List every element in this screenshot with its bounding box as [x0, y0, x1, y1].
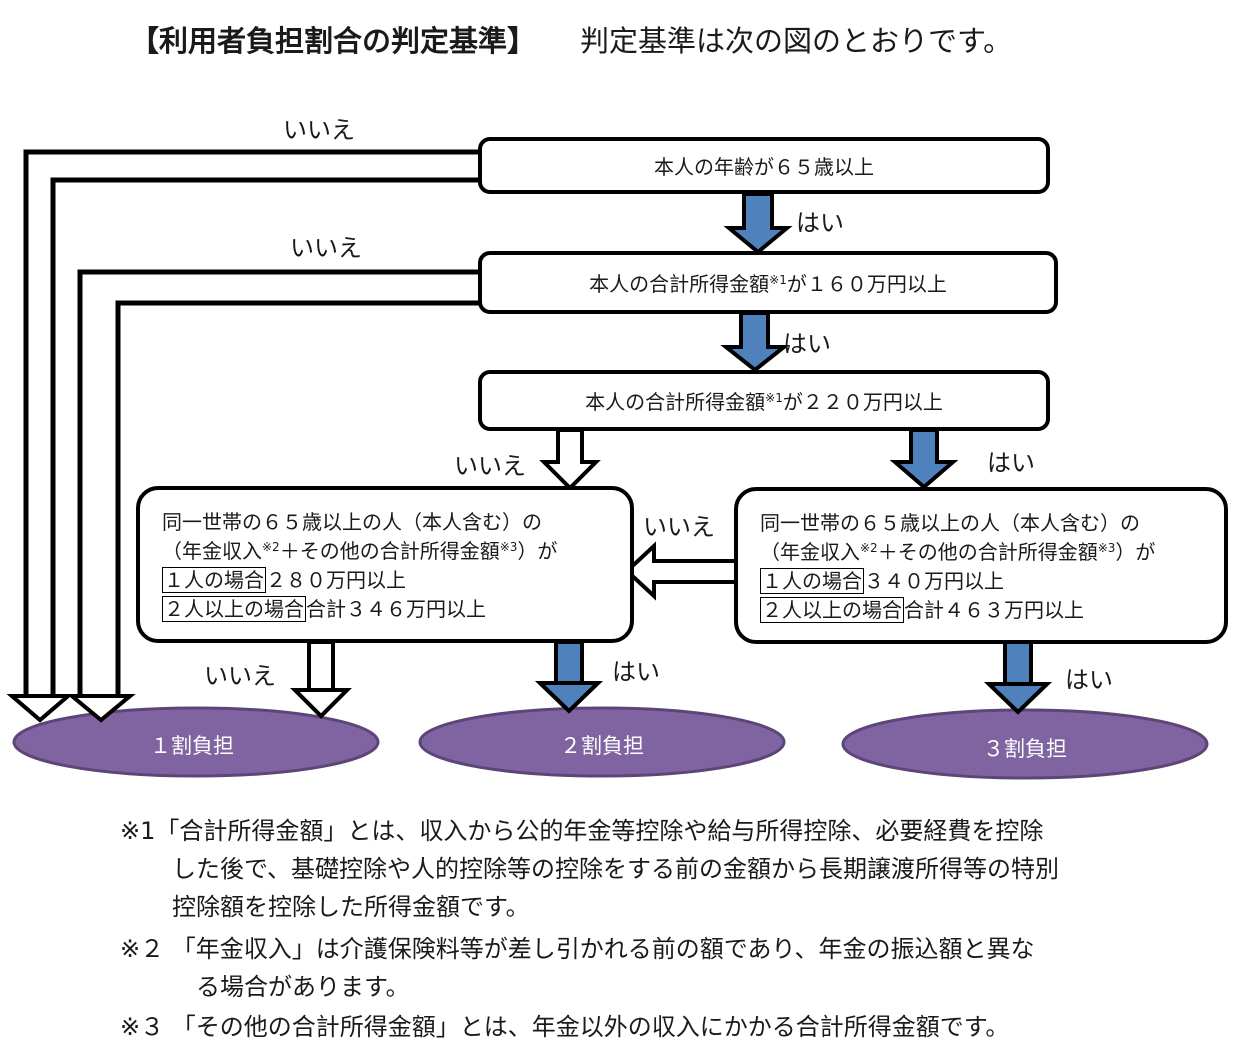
q4-right-household-box: 同一世帯の６５歳以上の人（本人含む）の （年金収入※2＋その他の合計所得金額※3… — [734, 487, 1228, 644]
q2-income-160-box: 本人の合計所得金額※1が１６０万円以上 — [478, 251, 1058, 314]
q4-left-multi-row: ２人以上の場合合計３４６万円以上 — [162, 596, 486, 622]
q2-no-connector-inner — [115, 300, 480, 698]
q1-age-box: 本人の年齢が６５歳以上 — [478, 137, 1050, 194]
q2-yes-label: はい — [783, 330, 831, 358]
q2-yes-arrow — [720, 311, 790, 373]
footnote-2: ※２ 「年金収入」は介護保険料等が差し引かれる前の額であり、年金の振込額と異な … — [120, 935, 1035, 1001]
result-2-ellipse — [418, 706, 786, 778]
page-subtitle: 判定基準は次の図のとおりです。 — [580, 24, 1013, 58]
q1-yes-label: はい — [796, 209, 844, 237]
single-person-label: １人の場合 — [760, 568, 864, 594]
result-1-ellipse — [12, 706, 380, 778]
q4-left-line1: 同一世帯の６５歳以上の人（本人含む）の — [162, 510, 542, 534]
q4-left-line2: （年金収入※2＋その他の合計所得金額※3）が — [162, 539, 558, 563]
result-3-label: ３割負担 — [983, 737, 1067, 761]
result-1-label: １割負担 — [150, 734, 234, 758]
q4-left-household-box: 同一世帯の６５歳以上の人（本人含む）の （年金収入※2＋その他の合計所得金額※3… — [136, 486, 634, 643]
q4-right-line1: 同一世帯の６５歳以上の人（本人含む）の — [760, 511, 1140, 535]
single-person-label: １人の場合 — [162, 567, 266, 593]
q3-no-arrow — [539, 428, 601, 491]
q3-yes-arrow — [889, 428, 959, 490]
multi-person-label: ２人以上の場合 — [760, 597, 904, 623]
q4-right-no-arrow — [624, 541, 740, 601]
q1-no-connector-outer — [23, 149, 480, 698]
q4-right-multi-row: ２人以上の場合合計４６３万円以上 — [760, 597, 1084, 623]
q1-text: 本人の年齢が６５歳以上 — [654, 155, 874, 179]
q4-left-yes-label: はい — [612, 658, 660, 686]
page-title: 【利用者負担割合の判定基準】 — [130, 24, 537, 58]
footnote-3-marker: ※３ — [120, 1013, 165, 1041]
q4-right-yes-label: はい — [1065, 666, 1113, 694]
q1-yes-arrow — [723, 192, 793, 255]
multi-person-label: ２人以上の場合 — [162, 596, 306, 622]
q4-right-line2: （年金収入※2＋その他の合計所得金額※3）が — [760, 540, 1156, 564]
q3-no-label: いいえ — [454, 452, 526, 480]
q3-yes-label: はい — [987, 449, 1035, 477]
q3-income-220-box: 本人の合計所得金額※1が２２０万円以上 — [478, 370, 1050, 431]
q4-left-no-label: いいえ — [204, 662, 276, 690]
result-2-label: ２割負担 — [560, 734, 644, 758]
q2-no-connector-outer — [77, 269, 480, 698]
footnote-3: ※３ 「その他の合計所得金額」とは、年金以外の収入にかかる合計所得金額です。 — [120, 1013, 1010, 1041]
q2-no-label: いいえ — [290, 234, 362, 262]
result-3-ellipse — [841, 708, 1209, 780]
q1-no-connector-inner — [50, 177, 480, 698]
q1-no-label: いいえ — [283, 116, 355, 144]
footnote-1-marker: ※1 — [120, 817, 156, 845]
footnote-2-marker: ※２ — [120, 935, 165, 963]
footnote-1: ※1「合計所得金額」とは、収入から公的年金等控除や給与所得控除、必要経費を控除 … — [120, 817, 1060, 921]
q4-right-no-label: いいえ — [643, 513, 715, 541]
q2-text: 本人の合計所得金額※1が１６０万円以上 — [589, 272, 947, 296]
q3-text: 本人の合計所得金額※1が２２０万円以上 — [585, 390, 943, 414]
